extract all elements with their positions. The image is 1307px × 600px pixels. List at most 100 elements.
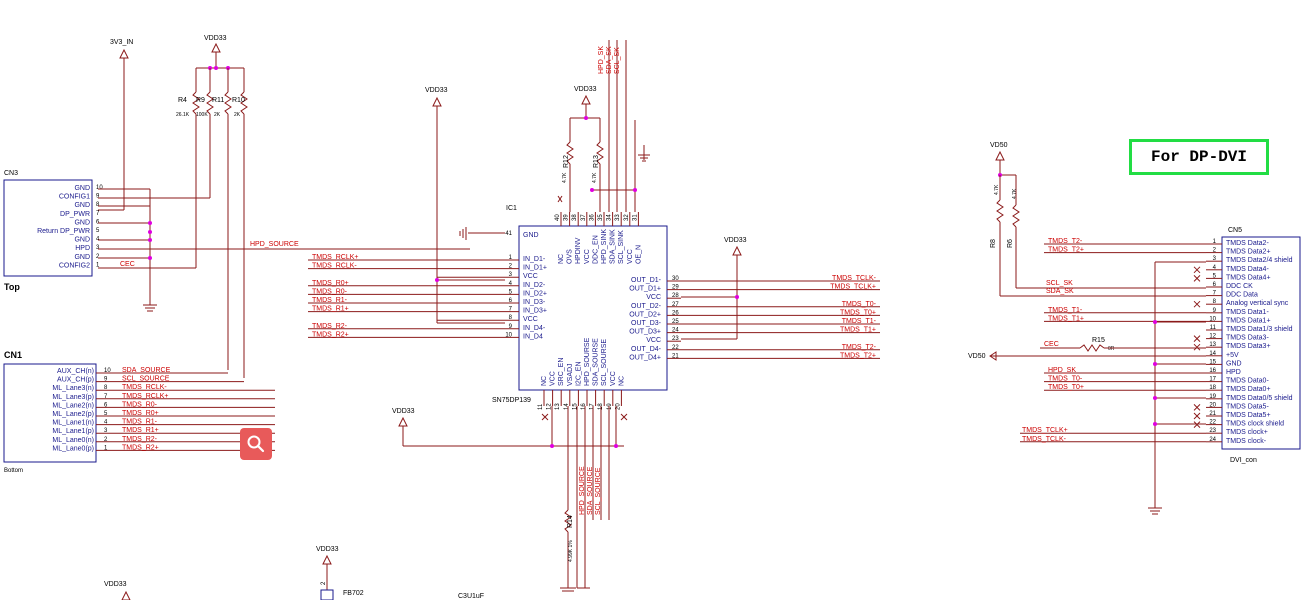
ic1-left-pin-number: 6 bbox=[509, 298, 513, 304]
ic1-left-pin-name: VCC bbox=[523, 273, 538, 280]
cn1-pin-name: ML_Lane1(p) bbox=[52, 428, 94, 435]
ic1-left-net: TMDS_R0+ bbox=[312, 280, 349, 287]
ic1-right-pin-name: OUT_D1+ bbox=[629, 286, 661, 293]
ic1-left-net: TMDS_R0- bbox=[312, 288, 348, 295]
ic1-right-net: TMDS_T0- bbox=[842, 301, 877, 308]
ic1-right-pin-name: VCC bbox=[646, 294, 661, 301]
cn5-pin-number: 16 bbox=[1209, 368, 1216, 374]
r13-ref: R13 bbox=[593, 155, 600, 168]
cn5-pin-name: TMDS Data1- bbox=[1226, 309, 1269, 316]
ic1-right-pin-name: OUT_D3+ bbox=[629, 329, 661, 336]
ic1-bottom-pin-name: VCC bbox=[550, 371, 557, 386]
r10-ref: R10 bbox=[232, 97, 245, 104]
ic1-right-net: TMDS_T2+ bbox=[840, 352, 876, 359]
net-vd50-left: VD50 bbox=[968, 353, 986, 360]
cn1-net-label: TMDS_R0+ bbox=[122, 410, 159, 417]
ic1-top-pin-number: 33 bbox=[615, 214, 621, 221]
r6-value: 4.7K bbox=[1012, 188, 1018, 199]
ic1-right-pin-number: 27 bbox=[672, 302, 679, 308]
r4-ref: R4 bbox=[178, 97, 187, 104]
ic1-top-pin-name: VCC bbox=[584, 249, 591, 264]
ic1-right-net: TMDS_T0+ bbox=[840, 309, 876, 316]
cn1-ref: CN1 bbox=[4, 350, 22, 360]
cn5-pin-number: 6 bbox=[1213, 282, 1217, 288]
cn1-pin-name: ML_Lane0(n) bbox=[52, 437, 94, 444]
cn5-pin-name: TMDS Data2- bbox=[1226, 240, 1269, 247]
cn5-pin-name: Analog vertical sync bbox=[1226, 300, 1289, 307]
cn3-pin-number: 1 bbox=[96, 262, 100, 268]
cn1-net-label: SCL_SOURCE bbox=[122, 376, 170, 383]
cn1-pin-name: ML_Lane3(n) bbox=[52, 385, 94, 392]
ic1-bottom-pin-number: 15 bbox=[572, 403, 578, 410]
cn5-nc-mark bbox=[1193, 275, 1201, 282]
cn5-pin-number: 4 bbox=[1213, 265, 1217, 271]
cn5-pin-number: 17 bbox=[1209, 377, 1216, 383]
net-scl-sk-cn5: SCL_SK bbox=[1046, 280, 1073, 287]
cn5-pin-number: 18 bbox=[1209, 385, 1216, 391]
net-3v3-in: 3V3_IN bbox=[110, 39, 133, 46]
ic1-top-pin-name: OE_N bbox=[635, 245, 642, 264]
ic1-left-pin-number: 3 bbox=[509, 272, 513, 278]
cn1-net-label: TMDS_R1+ bbox=[122, 427, 159, 434]
cn5-pin-name: TMDS Data4+ bbox=[1226, 274, 1271, 281]
cn5-pin-number: 23 bbox=[1209, 428, 1216, 434]
cn5-pin-number: 24 bbox=[1209, 437, 1216, 443]
net-hpd-source-bottom: HPD_SOURCE bbox=[579, 466, 586, 515]
ic1-left-pin-number: 8 bbox=[509, 315, 513, 321]
cn1-pin-number: 2 bbox=[104, 437, 108, 443]
cn5-nc-mark bbox=[1193, 404, 1201, 411]
r12-value: 4.7K bbox=[562, 172, 568, 183]
ic1-top-pin-name: VCC bbox=[627, 249, 634, 264]
cn3-pin-number: 7 bbox=[96, 211, 100, 217]
cn1-pin-number: 7 bbox=[104, 394, 108, 400]
ic1-left-pin-name: IN_D4 bbox=[523, 333, 543, 340]
cn5-nc-mark bbox=[1193, 300, 1201, 308]
cn3-side-label: Top bbox=[4, 282, 20, 292]
net-scl-source-bottom: SCL_SOURCE bbox=[595, 467, 602, 515]
ic1-top-pin-number: 37 bbox=[581, 214, 587, 221]
ic1-right-pin-name: OUT_D4- bbox=[631, 346, 662, 353]
net-hpd-source: HPD_SOURCE bbox=[250, 241, 299, 248]
cn1-pin-name: ML_Lane0(p) bbox=[52, 445, 94, 452]
cn5-net-label: TMDS_T2+ bbox=[1048, 247, 1084, 254]
cn5-pin-name: TMDS Data0/5 shield bbox=[1226, 395, 1293, 402]
cn1-net-label: TMDS_R2+ bbox=[122, 444, 159, 451]
fb702-ref: FB702 bbox=[343, 590, 364, 597]
cn5-pin-number: 7 bbox=[1213, 291, 1217, 297]
ic1-left-pin-number: 2 bbox=[509, 264, 513, 270]
cn5-pin-number: 2 bbox=[1213, 248, 1217, 254]
ic1-right-net: TMDS_T1- bbox=[842, 318, 877, 325]
net-scl-sk-top: SCL_SK bbox=[614, 47, 621, 74]
net-vdd33-ic-right: VDD33 bbox=[724, 237, 747, 244]
cn1-pin-number: 9 bbox=[104, 377, 108, 383]
net-vdd33-ic-bottom: VDD33 bbox=[392, 408, 415, 415]
ic1-top-pin-name: NC bbox=[558, 254, 565, 264]
ic1-right-net: TMDS_TCLK- bbox=[832, 275, 877, 282]
cn5-pin-number: 15 bbox=[1209, 359, 1216, 365]
ic1-right-pin-name: OUT_D2- bbox=[631, 303, 662, 310]
net-hpd-sk-top: HPD_SK bbox=[598, 46, 605, 74]
ic1-top-pin-name: HPDINV bbox=[575, 237, 582, 264]
net-vdd33-left: VDD33 bbox=[204, 35, 227, 42]
cn5-nc-mark bbox=[1193, 266, 1201, 274]
cn3-pin-name: GND bbox=[74, 219, 90, 226]
ic1-bottom-pin-number: 19 bbox=[607, 403, 613, 410]
ic1-right-pin-number: 29 bbox=[672, 285, 679, 291]
ic1-top-pin-name: OVS bbox=[567, 249, 574, 264]
ic1-left-net: TMDS_R1+ bbox=[312, 306, 349, 313]
cn5-pin-number: 13 bbox=[1209, 342, 1216, 348]
ic1-bottom-pin-name: NC bbox=[618, 376, 625, 386]
cn1-pin-name: ML_Lane2(n) bbox=[52, 402, 94, 409]
cn3-pin-name: DP_PWR bbox=[60, 211, 90, 218]
cn3-pin-name: GND bbox=[74, 254, 90, 261]
search-icon bbox=[247, 435, 265, 453]
ic1-ref: IC1 bbox=[506, 205, 517, 212]
cn1-net-label: TMDS_R2- bbox=[122, 436, 158, 443]
r14-value: 4.99K 1% bbox=[568, 540, 574, 562]
cn5-pin-name: DDC CK bbox=[1226, 283, 1253, 290]
search-button[interactable] bbox=[240, 428, 272, 460]
ic1-top-pin-number: 31 bbox=[632, 214, 638, 221]
ic1-right-pin-number: 24 bbox=[672, 328, 679, 334]
ic1-top-pin-name: HPD_SINK bbox=[601, 229, 608, 264]
